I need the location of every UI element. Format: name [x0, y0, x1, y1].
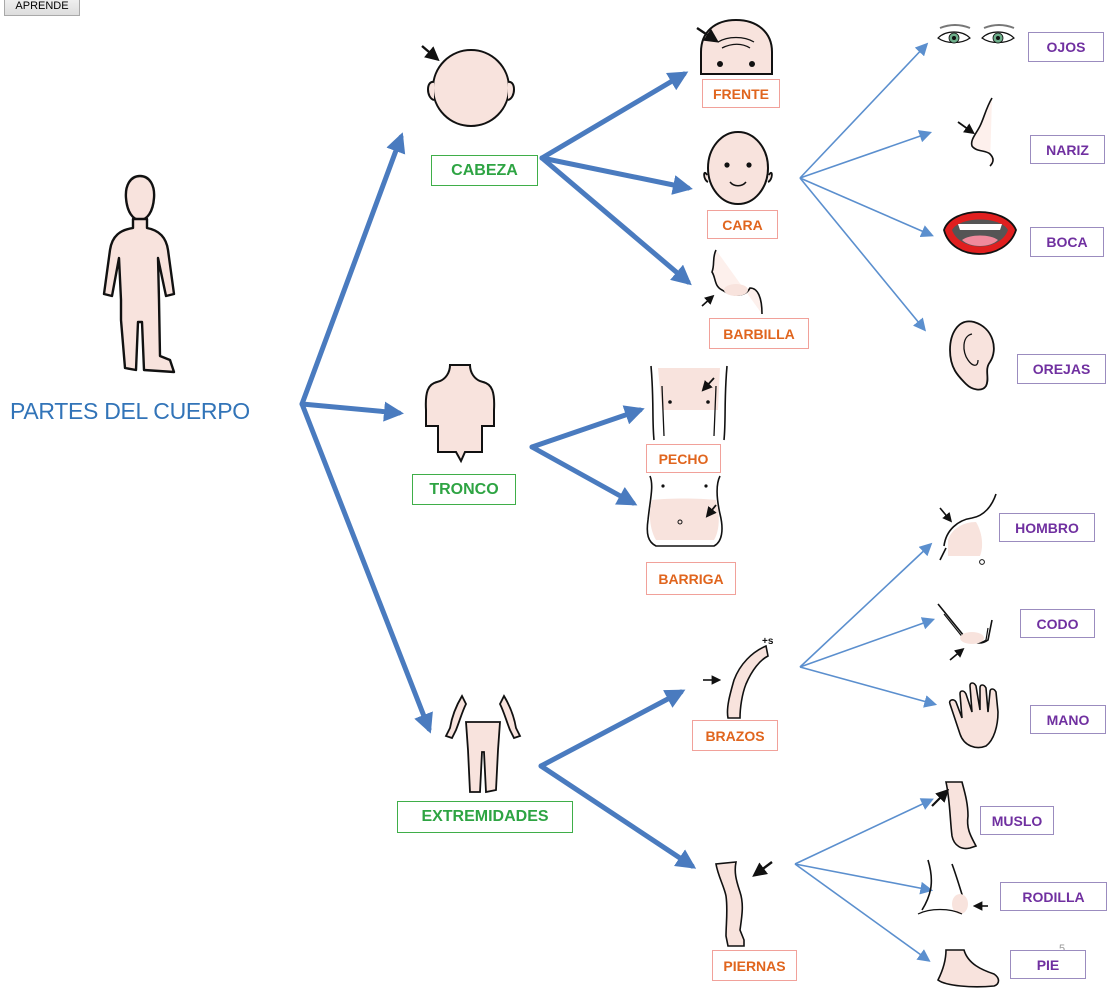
label-cabeza: CABEZA: [431, 155, 538, 186]
label-extremidades: EXTREMIDADES: [397, 801, 573, 833]
arrow-to-piernas: [538, 763, 697, 869]
page-number: 5: [1059, 943, 1066, 955]
chin-image: [701, 249, 763, 315]
elbow-image: [937, 603, 993, 661]
chest-image: [650, 365, 728, 441]
shoulder-image: [939, 493, 997, 565]
label-piernas: PIERNAS: [712, 950, 797, 981]
label-mano: MANO: [1030, 705, 1106, 734]
child-figure-image: [102, 174, 176, 374]
label-nariz: NARIZ: [1030, 135, 1105, 164]
face-image: [703, 131, 773, 205]
label-orejas: OREJAS: [1017, 354, 1106, 384]
label-hombro: HOMBRO: [999, 513, 1095, 542]
label-tronco: TRONCO: [412, 474, 516, 505]
arrow-to-brazos: [538, 689, 686, 769]
arrow-to-mano: [799, 666, 938, 708]
arrow-to-pie: [794, 863, 931, 962]
label-rodilla: RODILLA: [1000, 882, 1107, 911]
label-pecho: PECHO: [646, 444, 721, 473]
arrow-to-ojos: [799, 42, 929, 179]
main-arrows: [299, 71, 697, 869]
arrow-to-barriga: [529, 444, 638, 506]
arrow-to-orejas: [799, 177, 927, 332]
label-pie: PIE: [1010, 950, 1086, 979]
arrow-to-cara: [539, 155, 693, 195]
label-cara: CARA: [707, 210, 778, 239]
label-codo: CODO: [1020, 609, 1095, 638]
arrow-to-cabeza: [299, 132, 406, 407]
belly-image: [646, 475, 723, 547]
svg-text:+s: +s: [762, 636, 774, 647]
arrow-to-barbilla: [539, 155, 692, 286]
eyes-image: [937, 24, 1015, 44]
forehead-image: [696, 18, 773, 75]
extremities-image: [444, 694, 522, 794]
foot-image: [936, 949, 1000, 988]
arrow-to-nariz: [799, 130, 933, 179]
leg-image: [715, 861, 773, 947]
label-muslo: MUSLO: [980, 806, 1054, 835]
diagram-title: PARTES DEL CUERPO: [10, 398, 250, 424]
arrow-to-codo: [799, 617, 936, 668]
thigh-image: [931, 781, 978, 850]
label-boca: BOCA: [1030, 227, 1104, 257]
arm-image: +s: [703, 636, 774, 719]
head-image: [421, 45, 515, 127]
label-ojos: OJOS: [1028, 32, 1104, 62]
arrow-to-boca: [799, 177, 934, 238]
hand-image: [948, 682, 999, 749]
torso-image: [424, 364, 496, 464]
ear-image: [949, 320, 995, 391]
nose-image: [957, 97, 994, 167]
arrow-to-frente: [539, 71, 689, 161]
arrow-to-tronco: [299, 401, 404, 422]
arrow-to-muslo: [794, 798, 934, 865]
aprende-button[interactable]: APRENDE: [4, 0, 80, 16]
label-frente: FRENTE: [702, 79, 780, 108]
arrow-to-pecho: [529, 405, 645, 450]
arrow-to-extremidades: [299, 401, 433, 734]
arrow-to-rodilla: [794, 863, 934, 895]
label-barriga: BARRIGA: [646, 562, 736, 595]
thin-arrows: [794, 42, 938, 962]
arrow-to-hombro: [799, 542, 933, 668]
mouth-image: [943, 211, 1017, 255]
label-barbilla: BARBILLA: [709, 318, 809, 349]
label-brazos: BRAZOS: [692, 720, 778, 751]
knee-image: [917, 859, 988, 915]
